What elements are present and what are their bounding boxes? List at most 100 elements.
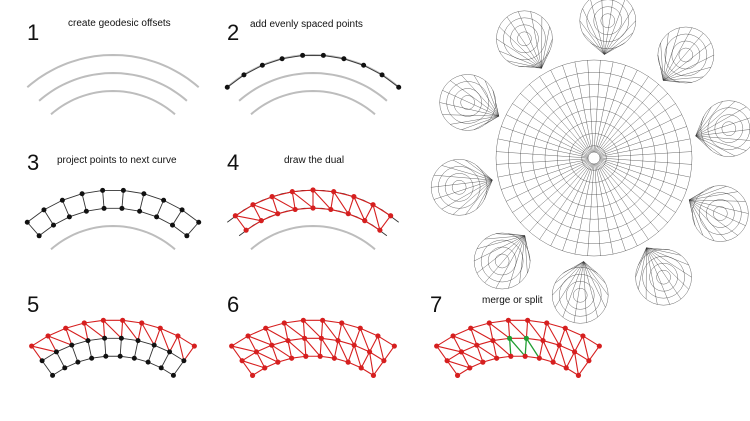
petal-edge xyxy=(663,33,669,81)
mesh-edge xyxy=(598,162,659,232)
petal-ring xyxy=(600,13,615,28)
petal-edge xyxy=(473,75,499,117)
step-3-number: 3 xyxy=(27,150,39,175)
mesh-edge xyxy=(598,161,668,223)
petal-edge xyxy=(646,247,682,256)
final-mesh-illustration xyxy=(430,0,750,324)
dual-point xyxy=(310,187,316,193)
dual-point xyxy=(45,333,51,339)
petal-ring xyxy=(579,0,636,49)
petal-edge xyxy=(506,16,542,69)
petal-edge xyxy=(506,60,542,69)
petal-edge xyxy=(604,8,634,55)
dual-point xyxy=(370,372,377,378)
petal-edge xyxy=(541,38,553,69)
step-2-number: 2 xyxy=(227,20,239,45)
tri-edge xyxy=(256,351,279,363)
point xyxy=(320,52,326,58)
step-4-caption: draw the dual xyxy=(284,155,344,166)
tri-edge xyxy=(558,345,567,369)
point xyxy=(85,338,91,344)
petal-edge xyxy=(590,0,605,55)
dual-point xyxy=(458,349,465,355)
tri-edge xyxy=(588,345,600,362)
rung-line xyxy=(56,351,66,369)
tri-edge xyxy=(247,335,273,346)
tri-edge xyxy=(102,319,122,339)
dual-point xyxy=(243,227,249,233)
tri-edge xyxy=(337,322,343,341)
tri-edge xyxy=(283,322,289,341)
petal-ring xyxy=(586,0,629,42)
point xyxy=(396,84,402,90)
tri-edge xyxy=(319,338,322,357)
mesh-ring xyxy=(569,133,619,183)
point xyxy=(79,191,85,197)
dual-edge xyxy=(379,215,392,231)
rung-line xyxy=(26,221,40,237)
rung-line xyxy=(160,351,170,369)
tri-edge xyxy=(372,360,385,376)
tri-edge xyxy=(322,319,339,341)
mesh-edge xyxy=(599,157,692,165)
tri-edge xyxy=(304,337,321,357)
point xyxy=(41,207,47,213)
dual-point xyxy=(269,193,275,200)
dual-edge xyxy=(330,191,335,210)
tri-edge xyxy=(271,344,292,359)
tri-edge xyxy=(252,355,374,376)
point xyxy=(300,52,306,58)
mesh-ring xyxy=(508,72,680,244)
point xyxy=(50,372,56,378)
petal-ring xyxy=(593,6,622,35)
petal-edge xyxy=(476,235,525,274)
petal-edge xyxy=(646,247,682,300)
mesh-edge xyxy=(512,103,589,156)
dual-point xyxy=(562,325,568,331)
petal-edge xyxy=(601,0,605,55)
rung-line xyxy=(102,190,105,209)
rung-line xyxy=(87,340,93,359)
petal-ring xyxy=(494,253,510,269)
petal-ring xyxy=(573,288,588,303)
dual-point xyxy=(229,343,235,349)
step-6-illustration xyxy=(229,317,397,378)
petal-edge xyxy=(579,20,605,55)
petal-edge xyxy=(465,179,493,215)
petal-edge xyxy=(583,261,609,296)
mesh-edge xyxy=(501,126,589,157)
tri-edge xyxy=(153,328,161,346)
dual-edge xyxy=(364,204,374,221)
mesh-edge xyxy=(520,93,590,155)
dual-point xyxy=(292,206,298,213)
tri-edge xyxy=(31,345,57,353)
petal-edge xyxy=(657,54,664,81)
point xyxy=(154,214,160,220)
point xyxy=(118,335,124,341)
tri-edge xyxy=(360,351,371,369)
point xyxy=(83,208,89,214)
mesh-edge xyxy=(597,162,649,240)
tri-edge xyxy=(488,322,494,341)
point xyxy=(120,187,126,193)
tri-edge xyxy=(247,335,257,353)
point xyxy=(66,214,72,220)
step-6-panel: 6 xyxy=(227,292,397,378)
tri-edge xyxy=(183,345,195,362)
point xyxy=(161,197,167,203)
tri-edge xyxy=(446,360,459,376)
step-4-panel: 4 draw the dual xyxy=(227,150,399,251)
dual-point xyxy=(318,335,324,341)
mesh-edge xyxy=(574,61,593,153)
offset-curve xyxy=(38,71,188,102)
tri-edge xyxy=(369,351,374,376)
rung-line xyxy=(71,345,79,363)
rung-line xyxy=(139,193,145,212)
tri-edge xyxy=(231,345,243,362)
rung-line xyxy=(81,193,87,212)
row-line xyxy=(38,207,188,237)
mesh-edge xyxy=(506,114,589,156)
tri-edge xyxy=(488,322,510,339)
mesh-edge xyxy=(596,76,649,153)
dual-edge xyxy=(347,196,355,214)
